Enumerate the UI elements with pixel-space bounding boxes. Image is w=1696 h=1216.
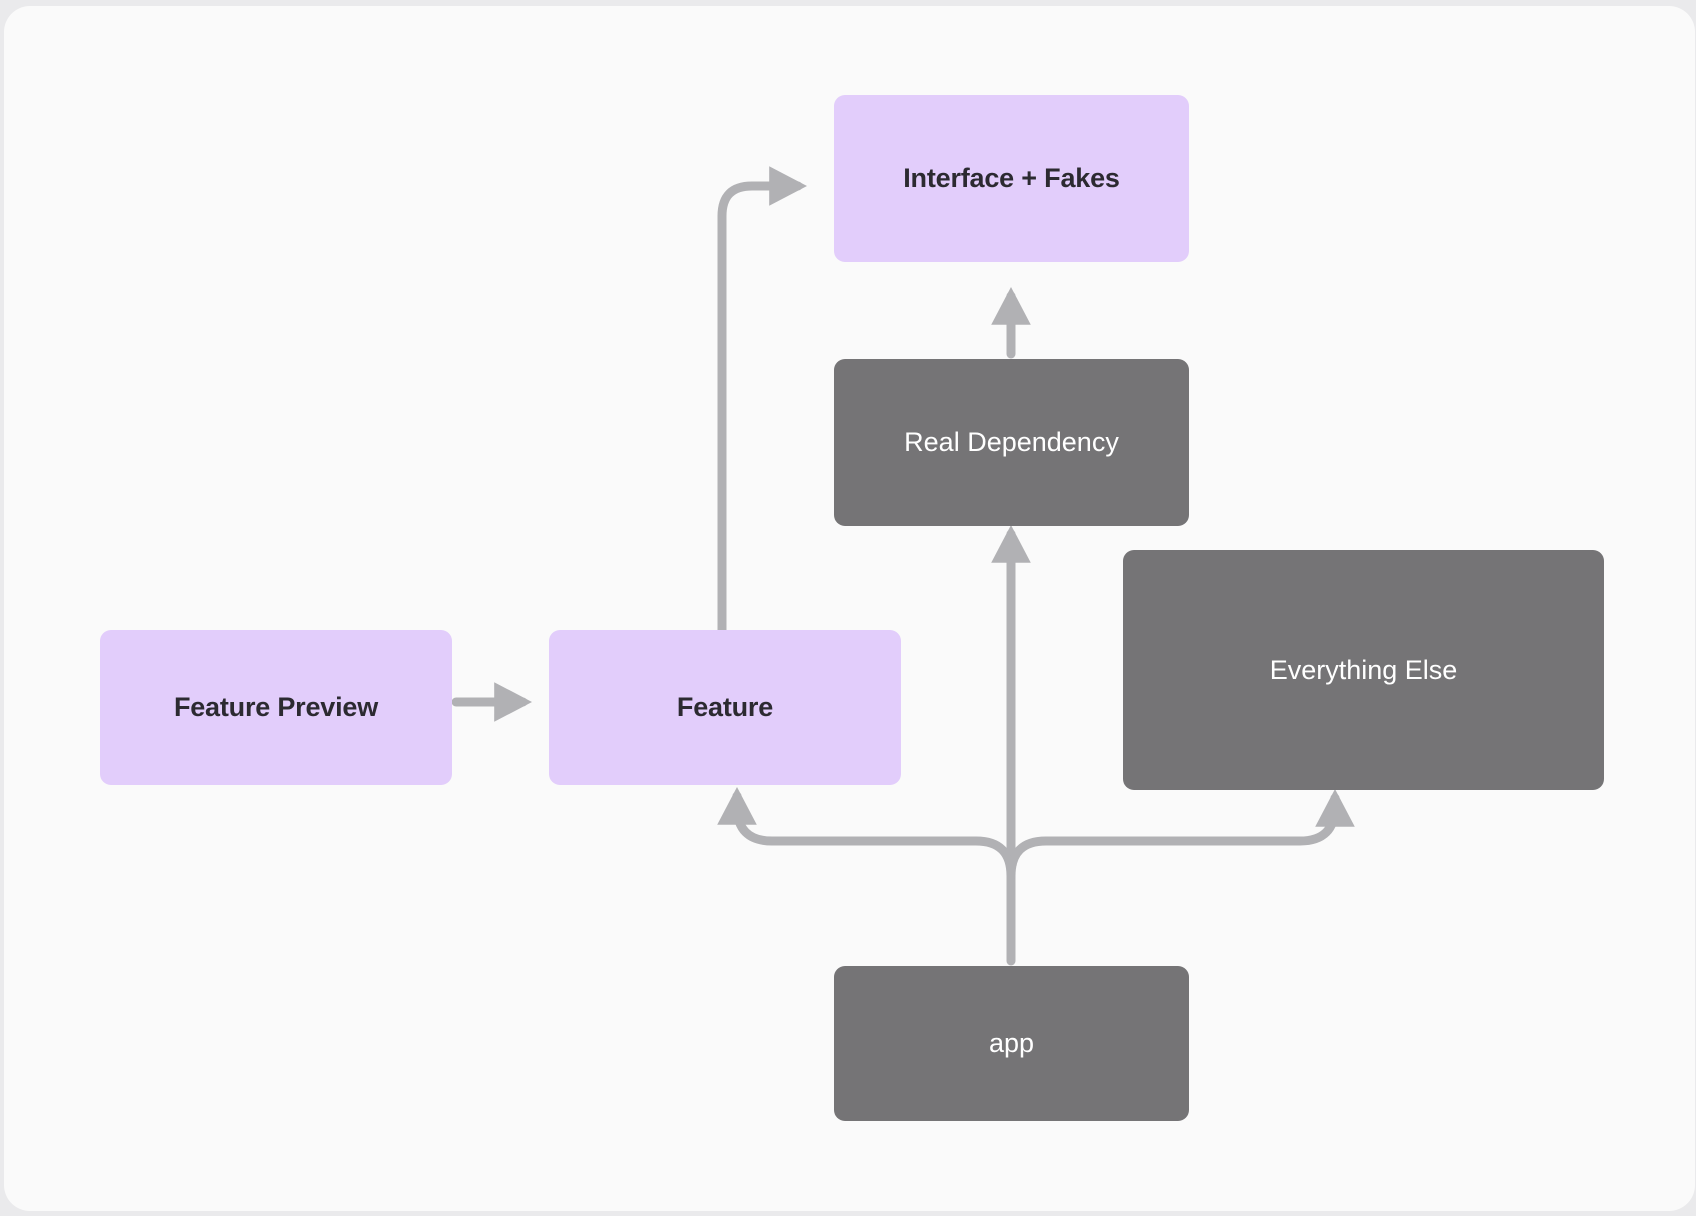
node-feature[interactable]: Feature bbox=[549, 630, 901, 785]
edge-feature-to-interface-fakes bbox=[717, 166, 807, 635]
edge-app-to-everything-else bbox=[1006, 789, 1355, 881]
edge-layer bbox=[451, 166, 1355, 966]
node-feature-label: Feature bbox=[676, 692, 774, 723]
node-feature-preview[interactable]: Feature Preview bbox=[100, 630, 452, 785]
node-interface-fakes-label: Interface + Fakes bbox=[903, 163, 1120, 194]
node-everything-else-label: Everything Else bbox=[1269, 654, 1458, 685]
node-interface-fakes[interactable]: Interface + Fakes bbox=[834, 95, 1189, 262]
node-feature-preview-label: Feature Preview bbox=[173, 692, 379, 723]
node-everything-else[interactable]: Everything Else bbox=[1123, 550, 1604, 790]
node-app[interactable]: app bbox=[834, 966, 1189, 1121]
node-real-dependency-label: Real Dependency bbox=[904, 427, 1119, 458]
node-real-dependency[interactable]: Real Dependency bbox=[834, 359, 1189, 526]
diagram-canvas: Interface + Fakes Real Dependency Featur… bbox=[4, 6, 1695, 1211]
node-app-label: app bbox=[988, 1028, 1035, 1059]
edge-app-to-feature bbox=[717, 787, 1016, 881]
